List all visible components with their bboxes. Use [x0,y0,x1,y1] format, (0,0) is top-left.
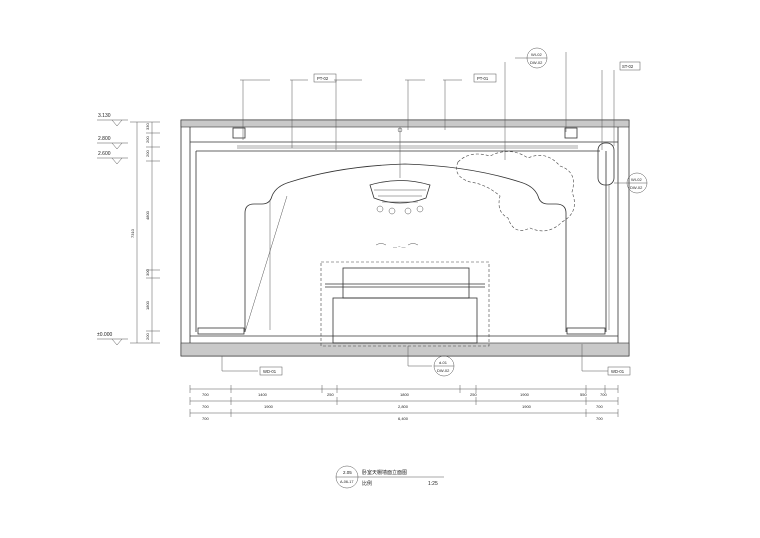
tag-wd01-right: WD-01 [607,366,631,376]
svg-text:1900: 1900 [264,404,274,409]
sheet-ref: A-06-17 [340,480,354,484]
tag-pt02: PT-02 [313,73,337,83]
svg-text:1900: 1900 [522,404,532,409]
dim-text: 300 [145,269,150,276]
bubble-number: WI-02 [631,177,642,182]
elevation-label: 2.600 [98,151,111,157]
tag-text: WD-01 [263,369,277,374]
detail-bubble-top: WI-02 DW-02 [515,47,548,69]
elevation-marker-3130: 3.130 [97,113,128,127]
left-dimension-chain: 330 200 200 4800 300 1800 200 7310 [130,121,160,344]
detail-bubble-right: WI-02 DW-02 [614,172,648,194]
bubble-ref: DW-02 [630,185,643,190]
elevation-label: 3.130 [98,113,111,119]
svg-text:6,400: 6,400 [398,416,409,421]
tag-text: WD-01 [611,369,625,374]
bottom-leaders [221,344,608,372]
svg-text:2,800: 2,800 [398,404,409,409]
wall-sconce [597,142,615,330]
svg-text:700: 700 [202,416,209,421]
svg-text:700: 700 [596,404,603,409]
svg-text:250: 250 [470,392,477,397]
elevation-label: 2.800 [98,136,111,142]
bubble-ref: DW-02 [530,60,543,65]
dim-overall-text: 7310 [130,228,135,238]
dim-text: 330 [145,123,150,130]
elevation-marker-0000: ±0.000 [97,332,128,346]
tag-text: ST-02 [622,64,634,69]
tag-text: PT-02 [317,76,329,81]
tag-wd01-left: WD-01 [259,366,283,376]
dim-text: 200 [145,333,150,340]
bubble-ref: DW-02 [437,368,450,373]
svg-text:550: 550 [580,392,587,397]
svg-text:700: 700 [202,404,209,409]
svg-text:700: 700 [202,392,209,397]
detail-bubble-bottom: d-01 DW-02 [433,355,455,377]
elevation-marker-2600: 2.600 [97,151,128,165]
bubble-number: d-01 [439,360,448,365]
bed-headboard [320,261,490,347]
bubble-number: WI-02 [531,52,542,57]
scale-value: 1:25 [428,481,438,487]
scale-label: 比例 [362,480,372,487]
chandelier [369,127,431,215]
tag-text: PT-01 [477,76,489,81]
dim-text: 4800 [145,210,150,220]
dim-text: 200 [145,136,150,143]
svg-text:1400: 1400 [258,392,268,397]
title-block: 2.05 A-06-17 卧室天棚墙面立面图 比例 1:25 [335,465,444,489]
svg-text:700: 700 [600,392,607,397]
sheet-number: 2.05 [343,470,352,475]
elevation-label: ±0.000 [97,332,112,338]
plant-decor [456,151,575,232]
svg-text:700: 700 [596,416,603,421]
bottom-dimension-chain: 700 1400 250 1800 250 1900 550 700 700 1… [189,385,619,421]
wall-ornament: — ~ — [375,243,419,249]
dim-text: 1800 [145,300,150,310]
drawing-title: 卧室天棚墙面立面图 [362,469,407,476]
svg-text:250: 250 [327,392,334,397]
tag-pt01: PT-01 [473,73,497,83]
top-leaders [240,52,615,160]
svg-text:1900: 1900 [520,392,530,397]
svg-text:1800: 1800 [400,392,410,397]
svg-text:— ~ —: — ~ — [393,244,406,249]
elevation-marker-2800: 2.800 [97,136,128,150]
dim-text: 200 [145,150,150,157]
tag-st02: ST-02 [619,61,641,71]
wall-elevation [180,119,630,357]
